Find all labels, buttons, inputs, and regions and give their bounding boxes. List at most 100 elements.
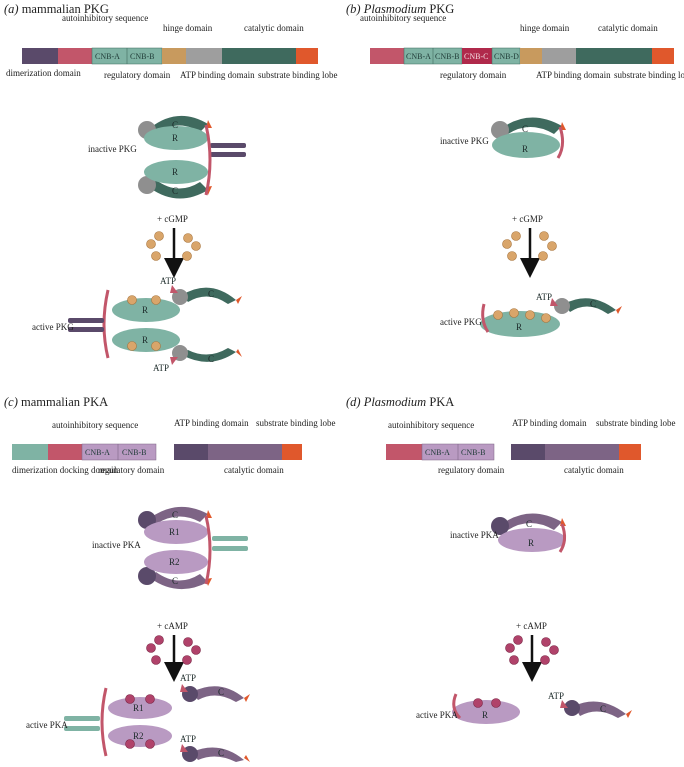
cnb-b-label: CNB-B: [435, 52, 459, 61]
substrate-label: substrate binding lobe: [596, 418, 676, 428]
inactive-label: inactive PKG: [440, 136, 489, 146]
camp-molecules: [505, 635, 559, 665]
c-label-4: C: [218, 748, 224, 758]
catalytic-label: catalytic domain: [224, 465, 284, 475]
messenger-label: + cAMP: [157, 621, 188, 631]
r1-label: R1: [169, 527, 180, 537]
inactive-label: inactive PKA: [450, 530, 499, 540]
panel-a: (a) mammalian PKG CNB-A CNB-B autoinhibi…: [4, 2, 338, 373]
atp-binding-label: ATP binding domain: [180, 70, 255, 80]
panel-c: (c) mammalian PKA CNB-A CNB-B autoinhibi…: [4, 395, 336, 762]
active-label: active PKA: [416, 710, 458, 720]
c-label: C: [172, 510, 178, 520]
autoinh-label: autoinhibitory sequence: [360, 13, 446, 23]
active-label: active PKA: [26, 720, 68, 730]
c-label-3: C: [218, 687, 224, 697]
panel-b-title: (b) Plasmodium PKG: [346, 2, 454, 16]
cnb-c-label: CNB-C: [464, 52, 488, 61]
atp-label: ATP: [180, 673, 196, 683]
panel-b-domain-bar: CNB-A CNB-B CNB-C CNB-D: [370, 47, 674, 65]
r-label-2: R: [172, 167, 178, 177]
regulatory-label: regulatory domain: [440, 70, 507, 80]
cnb-a-label: CNB-A: [85, 448, 110, 457]
active-label: active PKG: [440, 317, 482, 327]
atp-binding-label: ATP binding domain: [512, 418, 587, 428]
messenger-label: + cAMP: [516, 621, 547, 631]
active-label: active PKG: [32, 322, 74, 332]
c-label-2: C: [172, 576, 178, 586]
messenger-label: + cGMP: [157, 214, 188, 224]
hinge-label: hinge domain: [163, 23, 213, 33]
dimer-label: dimerization docking domain: [12, 465, 118, 475]
atp-label: ATP: [548, 691, 564, 701]
cnb-a-label: CNB-A: [425, 448, 450, 457]
panel-c-inactive-complex: C R1 R2 C: [138, 506, 248, 590]
r-label: R: [172, 133, 178, 143]
cnb-b-label: CNB-B: [122, 448, 146, 457]
r-label: R: [528, 538, 534, 548]
r-label: R: [522, 144, 528, 154]
c-label-2: C: [600, 704, 606, 714]
r-label-3: R: [142, 305, 148, 315]
panel-a-inactive-complex: C R R C: [138, 115, 246, 199]
autoinh-label: autoinhibitory sequence: [52, 420, 138, 430]
r1-label-2: R1: [133, 703, 144, 713]
r-label-2: R: [516, 322, 522, 332]
panel-a-title: (a) mammalian PKG: [4, 2, 109, 16]
atp-binding-label: ATP binding domain: [174, 418, 249, 428]
substrate-label: substrate binding lobe: [258, 70, 338, 80]
atp-label: ATP: [536, 292, 552, 302]
c-label: C: [172, 120, 178, 130]
cnb-d-label: CNB-D: [494, 52, 519, 61]
panel-d-domain-bar: CNB-A CNB-B: [386, 443, 641, 461]
c-label-3: C: [208, 289, 214, 299]
catalytic-label: catalytic domain: [564, 465, 624, 475]
panel-b-inactive-complex: C R: [491, 117, 566, 159]
panel-c-title: (c) mammalian PKA: [4, 395, 108, 409]
c-label-4: C: [208, 354, 214, 364]
inactive-label: inactive PKA: [92, 540, 141, 550]
c-label: C: [522, 124, 528, 134]
panel-c-domain-bar: CNB-A CNB-B: [12, 443, 302, 461]
atp-binding-label: ATP binding domain: [536, 70, 611, 80]
inactive-label: inactive PKG: [88, 144, 137, 154]
regulatory-label: regulatory domain: [98, 465, 165, 475]
atp-label-2: ATP: [153, 363, 169, 373]
atp-label: ATP: [160, 276, 176, 286]
c-label-2: C: [590, 299, 596, 309]
regulatory-label: regulatory domain: [104, 70, 171, 80]
c-label: C: [526, 519, 532, 529]
r2-label-2: R2: [133, 731, 144, 741]
dimer-label: dimerization domain: [6, 68, 81, 78]
panel-d: (d) Plasmodium PKA CNB-A CNB-B autoinhib…: [346, 395, 676, 724]
cnb-b-label: CNB-B: [461, 448, 485, 457]
r2-label: R2: [169, 557, 180, 567]
panel-a-active-complex: R R C C ATP ATP: [68, 276, 242, 373]
cnb-a-label: CNB-A: [95, 52, 120, 61]
autoinh-label: autoinhibitory sequence: [388, 420, 474, 430]
camp-molecules: [146, 635, 201, 665]
panel-b-active-complex: R C ATP: [480, 292, 622, 337]
autoinh-label: autoinhibitory sequence: [62, 13, 148, 23]
r-label-4: R: [142, 335, 148, 345]
catalytic-label: catalytic domain: [244, 23, 304, 33]
cnb-a-label: CNB-A: [406, 52, 431, 61]
atp-label-2: ATP: [180, 734, 196, 744]
panel-d-inactive-complex: C R: [491, 513, 567, 553]
catalytic-label: catalytic domain: [598, 23, 658, 33]
regulatory-label: regulatory domain: [438, 465, 505, 475]
panel-a-domain-bar: CNB-A CNB-B: [22, 47, 318, 65]
panel-c-active-complex: R1 R2 C C ATP ATP: [64, 673, 250, 762]
c-label-2: C: [172, 186, 178, 196]
substrate-label: substrate binding lobe: [614, 70, 684, 80]
panel-d-active-complex: R C ATP: [452, 691, 632, 724]
cgmp-molecules: [146, 231, 201, 261]
messenger-label: + cGMP: [512, 214, 543, 224]
hinge-label: hinge domain: [520, 23, 570, 33]
r-label-2: R: [482, 710, 488, 720]
cgmp-molecules: [502, 231, 557, 261]
cnb-b-label: CNB-B: [130, 52, 154, 61]
panel-b: (b) Plasmodium PKG CNB-A CNB-B CNB-C CNB…: [346, 2, 684, 337]
panel-d-title: (d) Plasmodium PKA: [346, 395, 454, 409]
